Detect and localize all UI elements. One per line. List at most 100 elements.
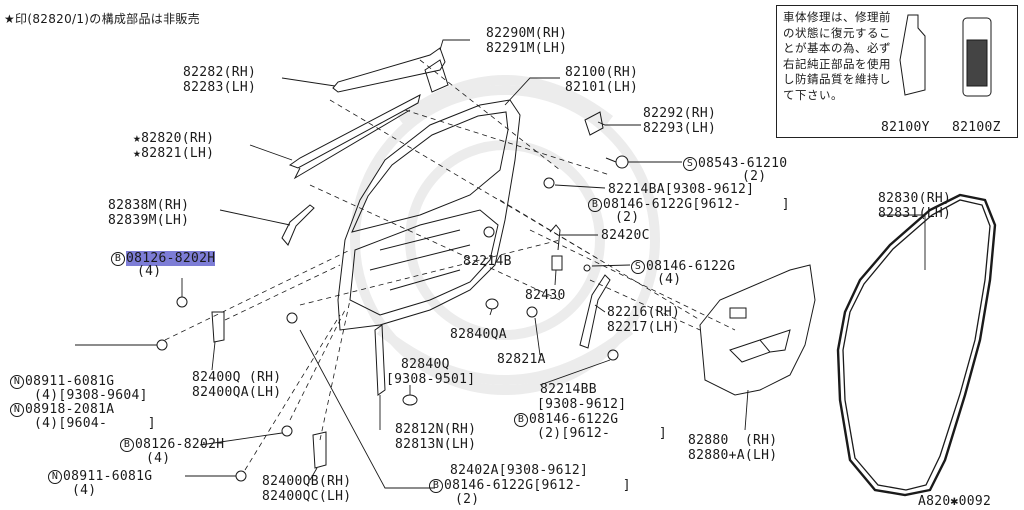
corner-piece [424,59,449,93]
part-label-82820: ★82820(RH) [133,131,215,146]
door-weatherstrip [836,193,997,497]
part-code-08126b: 08126-8202H [135,437,225,452]
part-label-82216: 82216(RH) [607,305,681,320]
part-label-82812n: 82812N(RH) [395,422,477,437]
prefix-mark-n: N [48,470,62,484]
touchup-tube-82100y [899,14,926,96]
part-label-82813n: 82813N(LH) [395,437,477,452]
door-inner-panel [349,209,499,316]
plug-82840q [402,394,418,406]
prefix-mark-n: N [10,375,24,389]
part-code-08911a: 08911-6081G [25,374,115,389]
prefix-mark-b: B [588,198,602,212]
part-label-82831: 82831(LH) [878,206,952,221]
sash-strip [579,274,611,349]
prefix-mark-b: B [429,479,443,493]
note-box: 車体修理は、修理前の状態に復元することが基本の為、必ず右記純正部品を使用し防錆品… [776,5,1018,138]
bolt-08126-upper [176,296,188,308]
part-label-82217: 82217(LH) [607,320,681,335]
part-label-82840qa: 82840QA [450,327,507,342]
window-frame-molding-inner [293,109,411,180]
prefix-mark-b: B [120,438,134,452]
part-label-82214b: 82214B [463,254,512,269]
vertical-strip [374,324,386,396]
part-label-82293: 82293(LH) [643,121,717,136]
part-label-82400q: 82400Q (RH) [192,370,282,385]
part-range-82840q: [9308-9501] [386,372,476,387]
prefix-mark-b: B [514,413,528,427]
trim-pull [729,307,747,319]
part-code-08146b: 08146-6122G [646,259,736,274]
spray-can-82100z [962,17,992,97]
dust-shield [584,111,604,136]
part-code-08126a-highlighted: 08126-8202H [126,251,216,266]
part-qty-08918: (4)[9604- ] [34,416,156,431]
part-qty-08146c: (2)[9612- ] [537,426,668,441]
part-code-08911b: 08911-6081G [63,469,153,484]
part-label-82402a: 82402A[9308-9612] [450,463,589,478]
part-qty-08146d: (2) [455,492,480,507]
prefix-mark-s: S [631,260,645,274]
nut-08911-lower [235,470,247,482]
part-label-82400qa: 82400QA(LH) [192,385,282,400]
part-label-82430: 82430 [525,288,566,303]
part-label-82830: 82830(RH) [878,191,952,206]
part-qty-08126b: (4) [146,451,171,466]
part-label-82880: 82880 (RH) [688,433,778,448]
bolt-08126-lower [281,425,293,437]
part-qty-08146b: (4) [657,272,682,287]
prefix-mark-n: N [10,403,24,417]
part-qty-08146a: (2) [615,210,640,225]
part-label-82839m: 82839M(LH) [108,213,190,228]
header-note: ★印(82820/1)の構成部品は非販売 [4,12,200,26]
part-label-82400qc: 82400QC(LH) [262,489,352,504]
part-qty-08126a: (4) [137,264,162,279]
nut-08911-upper [156,339,168,351]
part-qty-08911a: (4)[9308-9604] [34,388,148,403]
door-shell-outline [337,99,521,331]
bolt-82214b [483,226,495,238]
belt-molding [332,47,446,93]
part-label-82101: 82101(LH) [565,80,639,95]
part-label-82282: 82282(RH) [183,65,257,80]
part-label-82420c: 82420C [601,228,650,243]
prefix-mark-s: S [683,157,697,171]
part-code-08918: 08918-2081A [25,402,115,417]
part-code-08146c: 08146-6122G [529,412,619,427]
part-label-82880a: 82880+A(LH) [688,448,778,463]
glass-run-strip [281,204,315,246]
part-label-82821: ★82821(LH) [133,146,215,161]
part-label-82400qb: 82400QB(RH) [262,474,352,489]
part-code-08543: 08543-61210 [698,156,788,171]
footer-code: A820✱0092 [918,494,992,509]
part-label-82100: 82100(RH) [565,65,639,80]
part-label-82838m: 82838M(RH) [108,198,190,213]
part-code-08146a: 08146-6122G[9612- ] [603,197,790,212]
part-label-82821a: 82821A [497,352,546,367]
bolt-08146d [286,312,298,324]
part-code-08146d: 08146-6122G[9612- ] [444,478,631,493]
part-qty-08911b: (4) [72,483,97,498]
part-label-82214bb: 82214BB [540,382,597,397]
door-trim-panel [699,264,816,396]
bolt-82214ba [543,177,555,189]
window-frame-molding [288,94,421,169]
screw-08146 [583,264,591,272]
part-label-82214ba: 82214BA[9308-9612] [608,182,755,197]
note-text: 車体修理は、修理前の状態に復元することが基本の為、必ず右記純正部品を使用し防錆品… [783,10,891,102]
hinge-upper [211,311,225,343]
door-shell-window [351,111,509,233]
rod-82420c [549,224,561,251]
latch-82430 [551,255,563,271]
bolt-82214bb [607,349,619,361]
product-label-82100z: 82100Z [952,120,1001,135]
